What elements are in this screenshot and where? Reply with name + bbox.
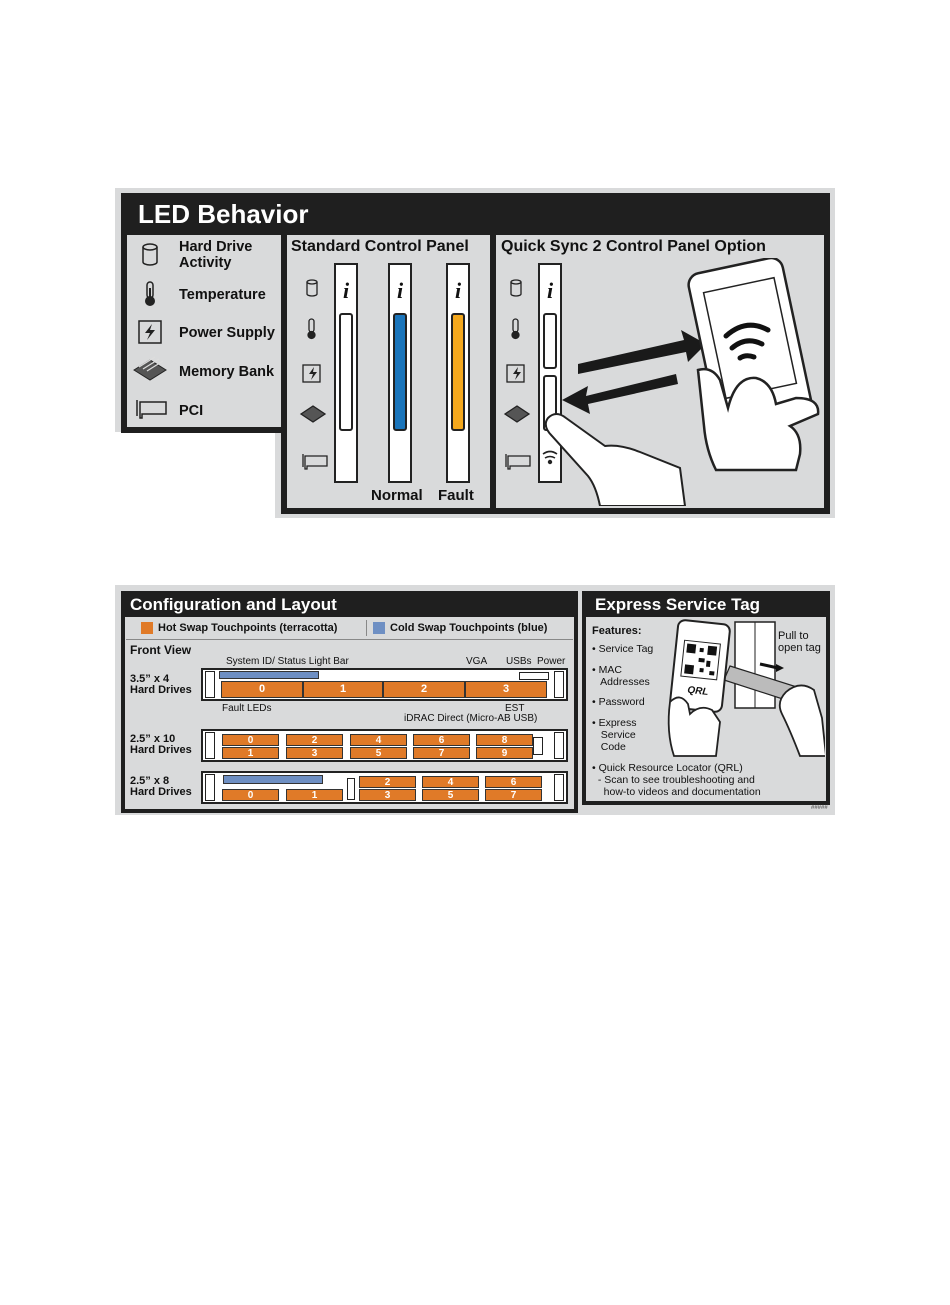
- standard-panel-diagram: i i i: [299, 263, 470, 483]
- callout-vga: VGA: [466, 656, 488, 667]
- drive-row1[interactable]: 1: [303, 681, 383, 698]
- cold-swap-swatch: [373, 622, 385, 634]
- quick-sync-diagram: i: [503, 258, 820, 506]
- legend-pci: PCI: [179, 403, 204, 419]
- row2-label: 2.5” x 10 Hard Drives: [130, 733, 192, 756]
- quick-sync-title: Quick Sync 2 Control Panel Option: [501, 238, 766, 255]
- footnote: #####: [811, 805, 828, 811]
- qr-code-icon: [680, 639, 721, 681]
- row1-label: 3.5” x 4 Hard Drives: [130, 673, 192, 696]
- phone-wireless-icon: [723, 322, 771, 361]
- drive-row2[interactable]: 5: [350, 747, 407, 759]
- drive-row3[interactable]: 2: [359, 776, 416, 788]
- drive-row2[interactable]: 3: [286, 747, 343, 759]
- drive-row2[interactable]: 4: [350, 734, 407, 746]
- qrl-line2: - Scan to see troubleshooting and: [592, 774, 755, 786]
- drive-row3[interactable]: 1: [286, 789, 343, 801]
- cold-swap-label: Cold Swap Touchpoints (blue): [390, 622, 548, 634]
- led-legend-icons: [133, 243, 167, 419]
- fault-led-bar: [451, 313, 465, 431]
- feature-password: • Password: [592, 696, 645, 708]
- callout-power: Power: [537, 656, 566, 667]
- hot-swap-label: Hot Swap Touchpoints (terracotta): [158, 622, 338, 634]
- drive-row2[interactable]: 9: [476, 747, 533, 759]
- memory-bank-icon: [133, 356, 167, 381]
- drive-row3[interactable]: 3: [359, 789, 416, 801]
- drive-row2[interactable]: 7: [413, 747, 470, 759]
- row3-label: 2.5” x 8 Hard Drives: [130, 775, 192, 798]
- hard-drive-icon: [142, 243, 158, 266]
- fault-label: Fault: [438, 487, 474, 504]
- qrl-line1: • Quick Resource Locator (QRL): [592, 762, 743, 774]
- power-supply-icon: [138, 320, 162, 344]
- drive-row2[interactable]: 1: [222, 747, 279, 759]
- thermometer-icon: [145, 281, 155, 306]
- pull-to-open-tag: Pull to open tag: [778, 630, 821, 654]
- callout-usbs: USBs: [506, 656, 532, 667]
- qrl-line3: how-to videos and documentation: [592, 786, 761, 798]
- legend-temperature: Temperature: [179, 287, 266, 303]
- standard-panel-title: Standard Control Panel: [291, 238, 469, 255]
- hot-swap-swatch: [141, 622, 153, 634]
- drive-row3[interactable]: 7: [485, 789, 542, 801]
- front-view-label: Front View: [130, 643, 192, 657]
- feature-mac: • MAC Addresses: [592, 664, 650, 688]
- callout-fault-leds: Fault LEDs: [222, 703, 272, 714]
- drive-row1[interactable]: 0: [221, 681, 303, 698]
- drive-row3[interactable]: 0: [222, 789, 279, 801]
- drive-row1[interactable]: 3: [465, 681, 547, 698]
- legend-memory-bank: Memory Bank: [179, 364, 275, 380]
- svg-text:i: i: [455, 278, 462, 303]
- drive-row2[interactable]: 8: [476, 734, 533, 746]
- drive-row2[interactable]: 2: [286, 734, 343, 746]
- status-light-bar-row3[interactable]: [223, 775, 323, 784]
- feature-express-code: • Express Service Code: [592, 717, 637, 753]
- legend-hard-drive: Hard Drive Activity: [179, 239, 253, 271]
- legend-power-supply: Power Supply: [179, 325, 275, 341]
- features-title: Features:: [592, 625, 642, 637]
- led-title: LED Behavior: [138, 199, 309, 229]
- drive-row3[interactable]: 6: [485, 776, 542, 788]
- pci-card-icon: [136, 400, 167, 419]
- feature-service-tag: • Service Tag: [592, 643, 654, 655]
- svg-text:i: i: [547, 278, 554, 303]
- callout-system-id: System ID/ Status Light Bar: [226, 656, 349, 667]
- status-light-bar[interactable]: [219, 671, 319, 679]
- svg-text:i: i: [343, 278, 350, 303]
- est-illustration: QRL: [667, 619, 825, 757]
- config-title: Configuration and Layout: [130, 595, 337, 614]
- drive-row2[interactable]: 6: [413, 734, 470, 746]
- normal-led-bar: [393, 313, 407, 431]
- callout-est: EST: [505, 703, 525, 714]
- drive-row3[interactable]: 5: [422, 789, 479, 801]
- est-title: Express Service Tag: [595, 595, 761, 614]
- svg-text:i: i: [397, 278, 404, 303]
- callout-idrac: iDRAC Direct (Micro-AB USB): [404, 713, 538, 724]
- drive-row1[interactable]: 2: [383, 681, 465, 698]
- drive-row3[interactable]: 4: [422, 776, 479, 788]
- svg-text:QRL: QRL: [687, 685, 709, 698]
- wireless-icon: [542, 450, 558, 465]
- drive-row2[interactable]: 0: [222, 734, 279, 746]
- normal-label: Normal: [371, 487, 423, 504]
